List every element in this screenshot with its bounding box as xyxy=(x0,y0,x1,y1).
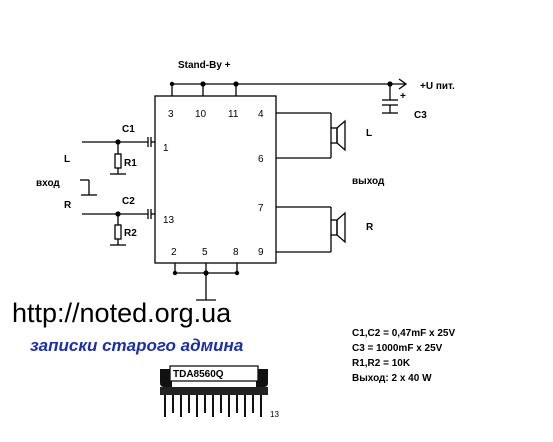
spec-line: R1,R2 = 10K xyxy=(352,358,411,369)
ic-body xyxy=(154,95,277,264)
chip-marking: TDA8560Q xyxy=(173,369,224,380)
spec-line: Выход: 2 x 40 W xyxy=(352,373,432,384)
component-specs: C1,C2 = 0,47mF x 25V C3 = 1000mF x 25V R… xyxy=(352,326,455,386)
pin-number: 13 xyxy=(163,215,175,226)
spec-line: C1,C2 = 0,47mF x 25V xyxy=(352,328,456,339)
chip-pin-label: 13 xyxy=(270,410,279,419)
r1-label: R1 xyxy=(124,158,137,169)
junction-dot xyxy=(200,81,206,87)
speaker-r-icon xyxy=(330,219,338,236)
pin-number: 10 xyxy=(195,109,207,120)
c1-label: C1 xyxy=(122,124,135,135)
junction-dot xyxy=(234,270,240,276)
speaker-r-label: R xyxy=(366,222,374,233)
pin-number: 3 xyxy=(168,109,174,120)
junction-dots xyxy=(115,81,393,276)
junction-dot xyxy=(233,81,239,87)
chip-package-drawing: TDA8560Q 13 xyxy=(160,365,279,419)
input-r-label: R xyxy=(64,200,72,211)
pin-number: 8 xyxy=(233,247,239,258)
output-label: выход xyxy=(352,176,385,187)
pin-number: 5 xyxy=(202,247,208,258)
input-label: вход xyxy=(36,178,60,189)
pin-number: 1 xyxy=(163,143,169,154)
r2-label: R2 xyxy=(124,228,137,239)
junction-dot xyxy=(172,270,178,276)
junction-dot xyxy=(387,81,393,87)
pin-number: 4 xyxy=(258,109,264,120)
junction-dot xyxy=(169,81,175,87)
pin-number: 6 xyxy=(258,154,264,165)
spec-line: C3 = 1000mF x 25V xyxy=(352,343,443,354)
junction-dot xyxy=(115,139,121,145)
r2-icon xyxy=(114,224,122,240)
supply-arrow-icon xyxy=(398,78,408,90)
chip-body-icon xyxy=(160,387,268,395)
junction-dot xyxy=(203,270,209,276)
site-url: http://noted.org.ua xyxy=(12,298,232,328)
site-subtitle: записки старого админа xyxy=(30,336,244,355)
speaker-r-cone-icon xyxy=(336,211,346,244)
input-l-label: L xyxy=(64,154,70,165)
pin-number: 2 xyxy=(171,247,177,258)
pin-number: 9 xyxy=(258,247,264,258)
pin-number: 11 xyxy=(228,109,239,120)
speaker-l-cone-icon xyxy=(336,119,346,152)
c3-polarity: + xyxy=(400,91,406,102)
speaker-l-icon xyxy=(330,127,338,144)
standby-label: Stand-By + xyxy=(178,60,231,71)
chip-pins-icon xyxy=(164,395,262,417)
pin-number: 7 xyxy=(258,203,264,214)
chip-label-area xyxy=(169,365,259,382)
c2-label: C2 xyxy=(122,196,135,207)
c3-label: C3 xyxy=(414,110,427,121)
supply-label: +U пит. xyxy=(420,81,455,92)
junction-dot xyxy=(115,211,121,217)
speaker-l-label: L xyxy=(366,128,372,139)
r1-icon xyxy=(114,153,122,169)
